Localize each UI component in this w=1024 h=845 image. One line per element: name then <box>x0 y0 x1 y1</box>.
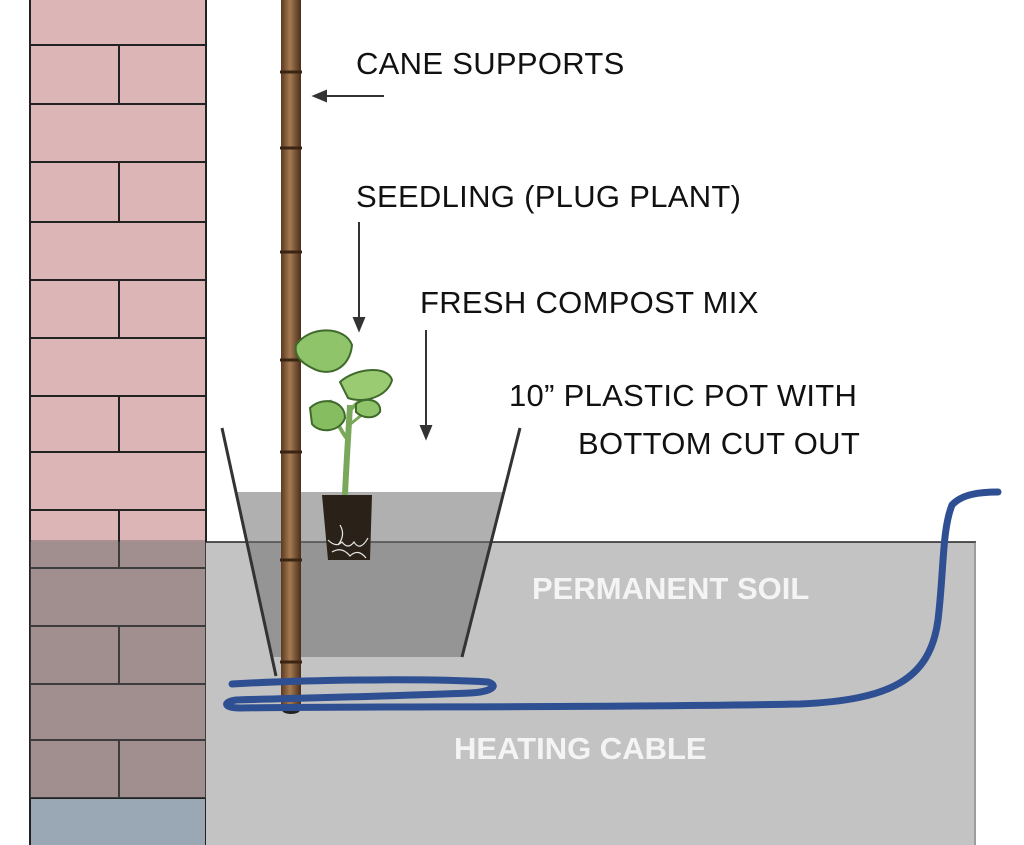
pot-compost-fill <box>235 492 503 657</box>
label-permanent-soil: PERMANENT SOIL <box>532 571 810 606</box>
label-arrows <box>311 89 433 441</box>
seedling-plug-plant <box>294 329 394 560</box>
heating-cable <box>223 488 1002 712</box>
label-heating-cable: HEATING CABLE <box>454 731 707 766</box>
soil-overlay-wall <box>30 542 206 798</box>
label-seedling: SEEDLING (PLUG PLANT) <box>356 179 742 214</box>
plastic-pot <box>220 427 522 677</box>
label-plastic-pot-line2: BOTTOM CUT OUT <box>578 426 861 461</box>
label-cane-supports: CANE SUPPORTS <box>356 46 625 81</box>
label-plastic-pot-line1: 10” PLASTIC POT WITH <box>509 378 858 413</box>
label-fresh-compost: FRESH COMPOST MIX <box>420 285 759 320</box>
brick-wall <box>29 0 207 845</box>
